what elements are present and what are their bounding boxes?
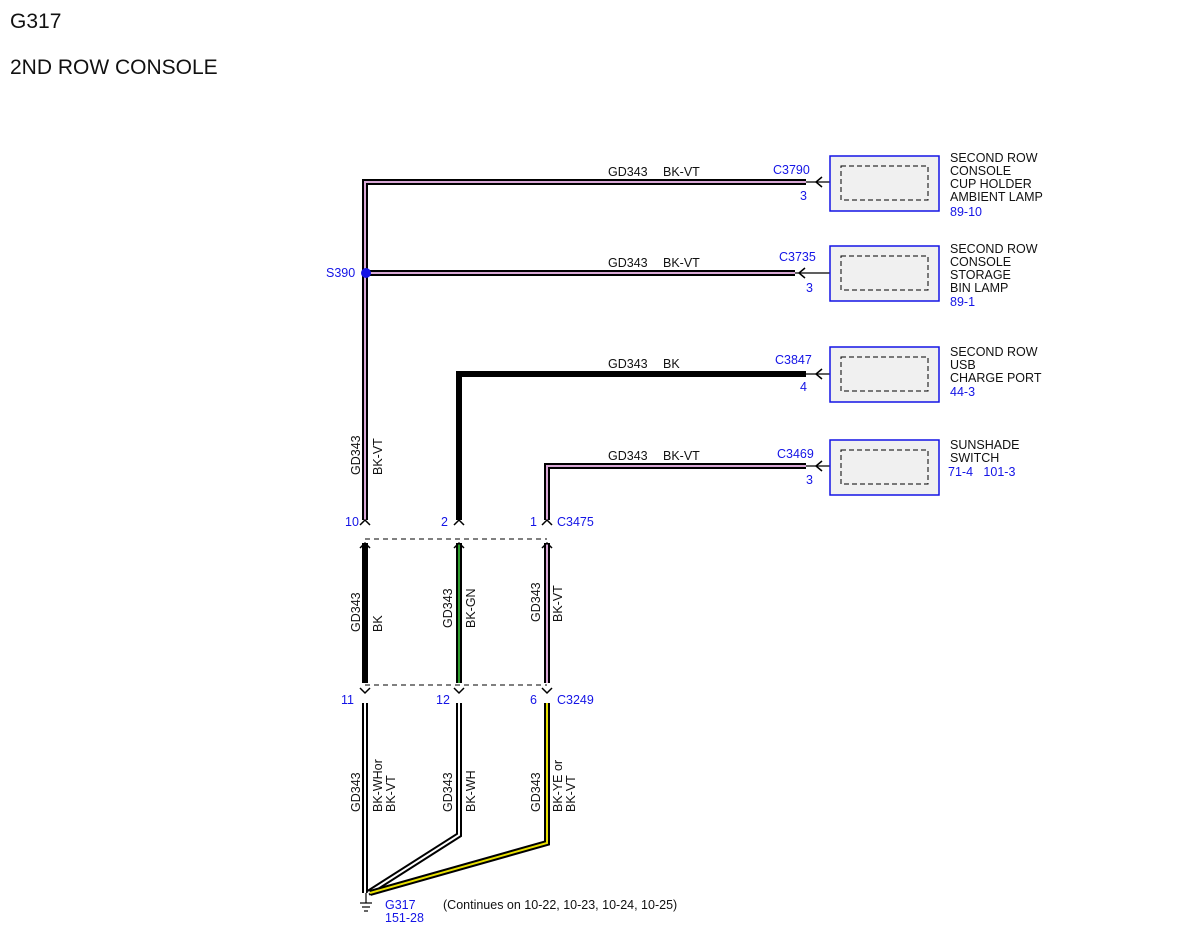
comp-1-line-4: AMBIENT LAMP	[950, 190, 1043, 204]
comp-1-line-3: CUP HOLDER	[950, 177, 1032, 191]
page-title: 2ND ROW CONSOLE	[10, 56, 218, 79]
vert-mid-2-circuit: GD343	[441, 588, 455, 628]
vert-low-1-circuit: GD343	[349, 772, 363, 812]
wire-3-circuit: GD343	[608, 357, 648, 371]
component-cup-holder-lamp	[829, 155, 940, 212]
connector-c3475	[359, 518, 553, 549]
splice-label: S390	[326, 266, 355, 280]
comp-1-line-1: SECOND ROW	[950, 151, 1038, 165]
vert-mid-3-circuit: GD343	[529, 582, 543, 622]
wire-2-color: BK-VT	[663, 256, 700, 270]
comp-3-line-1: SECOND ROW	[950, 345, 1038, 359]
ground-icon	[360, 893, 372, 912]
wire-4-color: BK-VT	[663, 449, 700, 463]
vert-mid-1-color: BK	[371, 615, 385, 632]
wire-4-circuit: GD343	[608, 449, 648, 463]
splice-dot	[361, 268, 371, 278]
comp-4-ref: 71-4 101-3	[948, 465, 1015, 479]
wire-3-color: BK	[663, 357, 680, 371]
c3475-label: C3475	[557, 515, 594, 529]
vert-low-2-circuit: GD343	[441, 772, 455, 812]
vert-low-3-color-1: BK-YE or	[551, 760, 565, 812]
wire-low-bk-ye	[369, 703, 550, 896]
comp-2-ref: 89-1	[950, 295, 975, 309]
vert-upper-color: BK-VT	[371, 438, 385, 475]
c3790-pin: 3	[800, 189, 807, 203]
wire-1-color: BK-VT	[663, 165, 700, 179]
c3475-pin-1: 10	[345, 515, 359, 529]
c3249-pin-2: 12	[436, 693, 450, 707]
comp-3-ref: 44-3	[950, 385, 975, 399]
comp-3-line-2: USB	[950, 358, 976, 372]
c3847-label: C3847	[775, 353, 812, 367]
c3475-pin-3: 1	[530, 515, 537, 529]
wire-c3847-bk	[456, 371, 806, 520]
comp-2-line-2: CONSOLE	[950, 255, 1011, 269]
c3249-pin-3: 6	[530, 693, 537, 707]
connector-c3249	[359, 684, 553, 695]
comp-2-line-3: STORAGE	[950, 268, 1011, 282]
c3735-pin: 3	[806, 281, 813, 295]
comp-4-line-1: SUNSHADE	[950, 438, 1019, 452]
ground-id: G317	[385, 898, 416, 912]
comp-2-line-4: BIN LAMP	[950, 281, 1008, 295]
c3469-pin: 3	[806, 473, 813, 487]
c3475-pin-2: 2	[441, 515, 448, 529]
component-storage-bin-lamp	[829, 245, 940, 302]
comp-3-line-3: CHARGE PORT	[950, 371, 1042, 385]
comp-1-ref: 89-10	[950, 205, 982, 219]
vert-low-1-color-2: BK-VT	[384, 775, 398, 812]
wire-2-circuit: GD343	[608, 256, 648, 270]
vert-upper-circuit: GD343	[349, 435, 363, 475]
wire-1-circuit: GD343	[608, 165, 648, 179]
vert-low-1-color-1: BK-WHor	[371, 759, 385, 812]
ground-continues-note: (Continues on 10-22, 10-23, 10-24, 10-25…	[443, 898, 677, 912]
vert-mid-2-color: BK-GN	[464, 588, 478, 628]
c3249-label: C3249	[557, 693, 594, 707]
c3469-label: C3469	[777, 447, 814, 461]
vert-low-3-circuit: GD343	[529, 772, 543, 812]
wire-c3469-bk-vt	[544, 463, 806, 520]
vert-mid-1-circuit: GD343	[349, 592, 363, 632]
component-sunshade-switch	[829, 439, 940, 496]
comp-4-line-2: SWITCH	[950, 451, 999, 465]
comp-2-line-1: SECOND ROW	[950, 242, 1038, 256]
wire-low-bk-wh-2	[366, 703, 462, 896]
vert-low-3-color-2: BK-VT	[564, 775, 578, 812]
vert-low-2-color: BK-WH	[464, 770, 478, 812]
arrow-icon	[795, 176, 830, 472]
ground-id-title: G317	[10, 10, 62, 33]
component-usb-charge-port	[829, 346, 940, 403]
comp-1-line-2: CONSOLE	[950, 164, 1011, 178]
c3847-pin: 4	[800, 380, 807, 394]
c3790-label: C3790	[773, 163, 810, 177]
c3249-pin-1: 11	[341, 693, 354, 707]
wire-trunk-bk-vt	[362, 179, 806, 520]
vert-mid-3-color: BK-VT	[551, 585, 565, 622]
ground-ref: 151-28	[385, 911, 424, 925]
c3735-label: C3735	[779, 250, 816, 264]
